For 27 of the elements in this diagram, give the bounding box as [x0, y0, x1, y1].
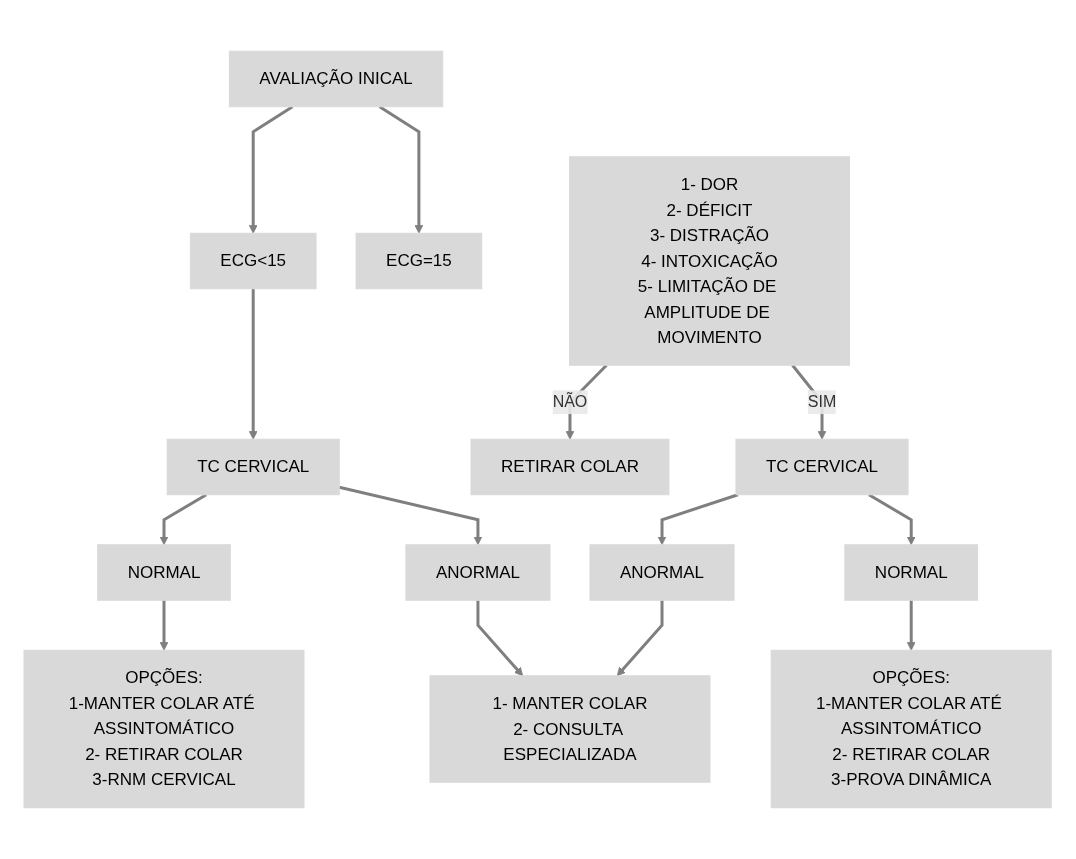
arrow: [379, 105, 424, 234]
node-box: NORMAL: [97, 544, 232, 601]
arrow: [160, 493, 208, 546]
edge-label: NÃO: [553, 393, 588, 411]
edge-label: SIM: [808, 393, 837, 411]
arrow: [249, 288, 258, 440]
arrow: [868, 493, 916, 546]
node-box: NORMAL: [844, 544, 979, 601]
node-box: ECG=15: [355, 232, 483, 290]
node-box: 1- DOR 2- DÉFICIT 3- DISTRAÇÃO 4- INTOXICAÇÃO 5- LIMITAÇÃO DE AMPLITUDE DE MOVIMENTO: [569, 156, 851, 366]
node-box: ANORMAL: [405, 544, 551, 601]
node-box: 1- MANTER COLAR 2- CONSULTA ESPECIALIZADA: [429, 675, 711, 783]
node-box: RETIRAR COLAR: [470, 438, 670, 496]
node-box: OPÇÕES: 1-MANTER COLAR ATÉ ASSINTOMÁTICO 2- RETIRAR COLAR 3-PROVA DINÂMICA: [771, 649, 1053, 809]
node-box: TC CERVICAL: [167, 438, 341, 496]
arrow: [617, 600, 664, 677]
node-box: ANORMAL: [589, 544, 735, 601]
node-box: ECG<15: [190, 232, 317, 290]
arrow: [907, 600, 916, 651]
arrow: [249, 105, 294, 234]
arrow: [476, 600, 524, 677]
arrow: [658, 493, 739, 546]
node-box: AVALIAÇÃO INICAL: [229, 50, 444, 108]
node-box: TC CERVICAL: [735, 438, 909, 496]
arrow: [339, 485, 483, 546]
arrow: [160, 600, 169, 651]
node-box: OPÇÕES: 1-MANTER COLAR ATÉ ASSINTOMÁTICO 2- RETIRAR COLAR 3-RNM CERVICAL: [23, 649, 305, 809]
